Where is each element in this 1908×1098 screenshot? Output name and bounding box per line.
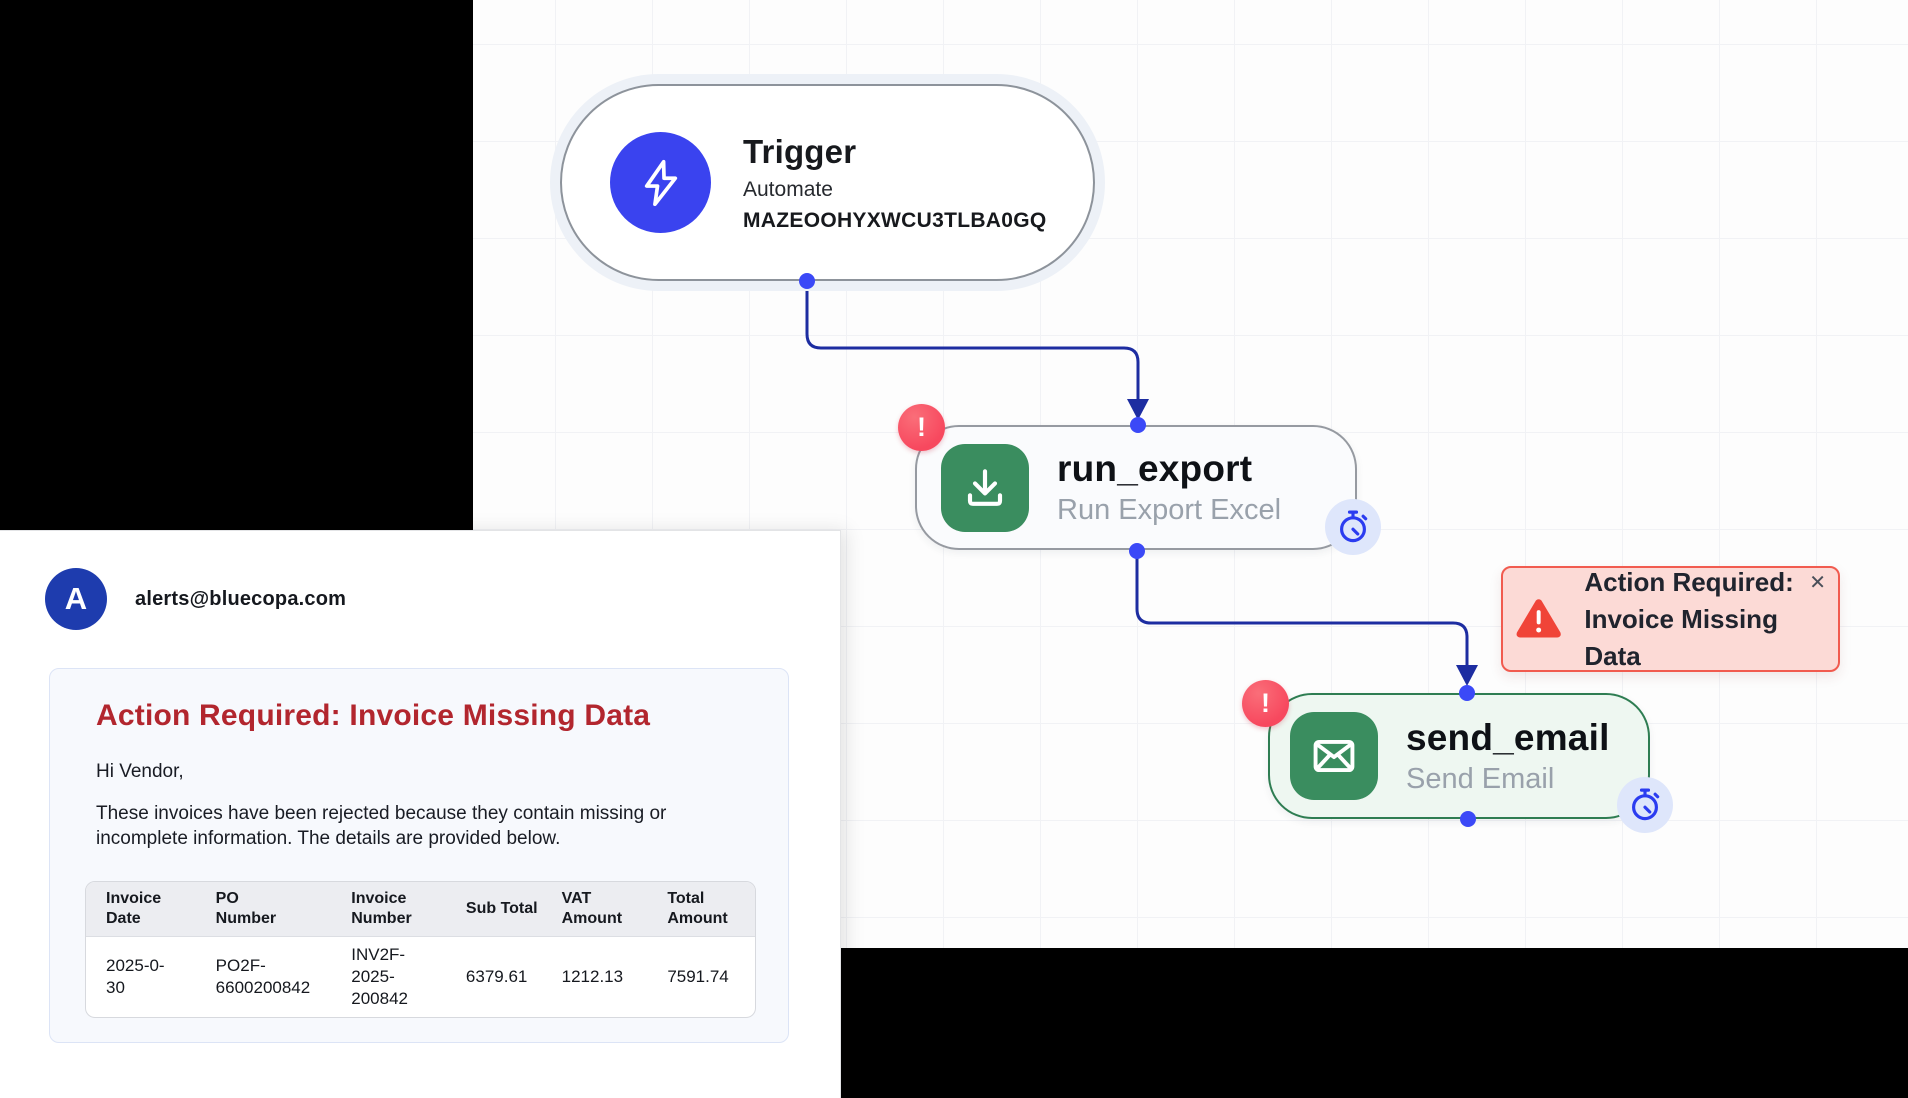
trigger-title: Trigger bbox=[743, 132, 857, 170]
toast-title-line2: Invoice Missing Data bbox=[1584, 603, 1778, 671]
trigger-automation-code: MAZEOOHYXWCU3TLBA0GQ bbox=[743, 208, 1047, 232]
col-header-invoice-date: Invoice Date bbox=[106, 890, 162, 927]
black-mask-top-left bbox=[0, 0, 473, 531]
cell-invoice-date: 2025-0-30 bbox=[106, 956, 165, 997]
trigger-subtitle: Automate bbox=[743, 177, 833, 201]
envelope-icon bbox=[1290, 712, 1378, 800]
cell-po-number: PO2F-6600200842 bbox=[215, 956, 311, 997]
run-export-input-handle[interactable] bbox=[1130, 417, 1146, 433]
invoice-table-row: 2025-0-30 PO2F-6600200842 INV2F-2025-200… bbox=[86, 937, 755, 1017]
email-subject: Action Required: Invoice Missing Data bbox=[96, 699, 651, 732]
email-greeting: Hi Vendor, bbox=[96, 761, 184, 782]
email-content-card: Action Required: Invoice Missing Data Hi… bbox=[49, 668, 789, 1043]
col-header-invoice-number: Invoice Number bbox=[351, 890, 412, 927]
trigger-output-handle[interactable] bbox=[799, 273, 815, 289]
download-icon bbox=[941, 443, 1029, 532]
email-body-text: These invoices have been rejected becaus… bbox=[96, 803, 667, 849]
invoice-table: Invoice Date PO Number Invoice Number Su… bbox=[85, 881, 756, 1018]
close-icon[interactable]: ✕ bbox=[1809, 572, 1826, 594]
run-export-output-handle[interactable] bbox=[1129, 543, 1145, 559]
lightning-bolt-icon bbox=[610, 132, 711, 233]
action-required-toast[interactable]: Action Required: Invoice Missing Data ✕ bbox=[1501, 566, 1840, 672]
cell-sub-total: 6379.61 bbox=[465, 967, 528, 986]
send-email-stopwatch-icon[interactable] bbox=[1617, 777, 1673, 833]
run-export-stopwatch-icon[interactable] bbox=[1325, 499, 1381, 555]
col-header-po-number: PO Number bbox=[215, 890, 277, 927]
toast-title-line1: Action Required: bbox=[1584, 566, 1794, 597]
send-email-error-badge[interactable]: ! bbox=[1242, 680, 1289, 727]
run-export-error-badge[interactable]: ! bbox=[898, 404, 945, 451]
send-email-subtitle: Send Email bbox=[1406, 762, 1555, 795]
send-email-input-handle[interactable] bbox=[1459, 685, 1475, 701]
sender-address: alerts@bluecopa.com bbox=[135, 587, 347, 610]
run-export-title: run_export bbox=[1057, 448, 1253, 489]
run-export-subtitle: Run Export Excel bbox=[1057, 494, 1282, 526]
col-header-sub-total: Sub Total bbox=[465, 900, 538, 917]
trigger-node[interactable]: Trigger Automate MAZEOOHYXWCU3TLBA0GQ bbox=[560, 84, 1095, 281]
warning-triangle-icon bbox=[1516, 599, 1561, 638]
cell-invoice-number: INV2F-2025-200842 bbox=[351, 945, 408, 1008]
send-email-output-handle[interactable] bbox=[1460, 811, 1476, 827]
run-export-node[interactable]: run_export Run Export Excel bbox=[915, 425, 1357, 550]
cell-vat-amount: 1212.13 bbox=[561, 967, 624, 986]
send-email-node[interactable]: send_email Send Email bbox=[1268, 693, 1650, 819]
col-header-vat-amount: VAT Amount bbox=[561, 890, 623, 927]
cell-total-amount: 7591.74 bbox=[667, 967, 729, 986]
col-header-total-amount: Total Amount bbox=[667, 890, 728, 927]
invoice-table-header-row: Invoice Date PO Number Invoice Number Su… bbox=[86, 882, 755, 937]
black-mask-bottom-right bbox=[841, 948, 1908, 1098]
send-email-title: send_email bbox=[1406, 716, 1610, 758]
email-preview-panel: A alerts@bluecopa.com Action Required: I… bbox=[0, 530, 841, 1098]
sender-avatar: A bbox=[45, 568, 107, 630]
